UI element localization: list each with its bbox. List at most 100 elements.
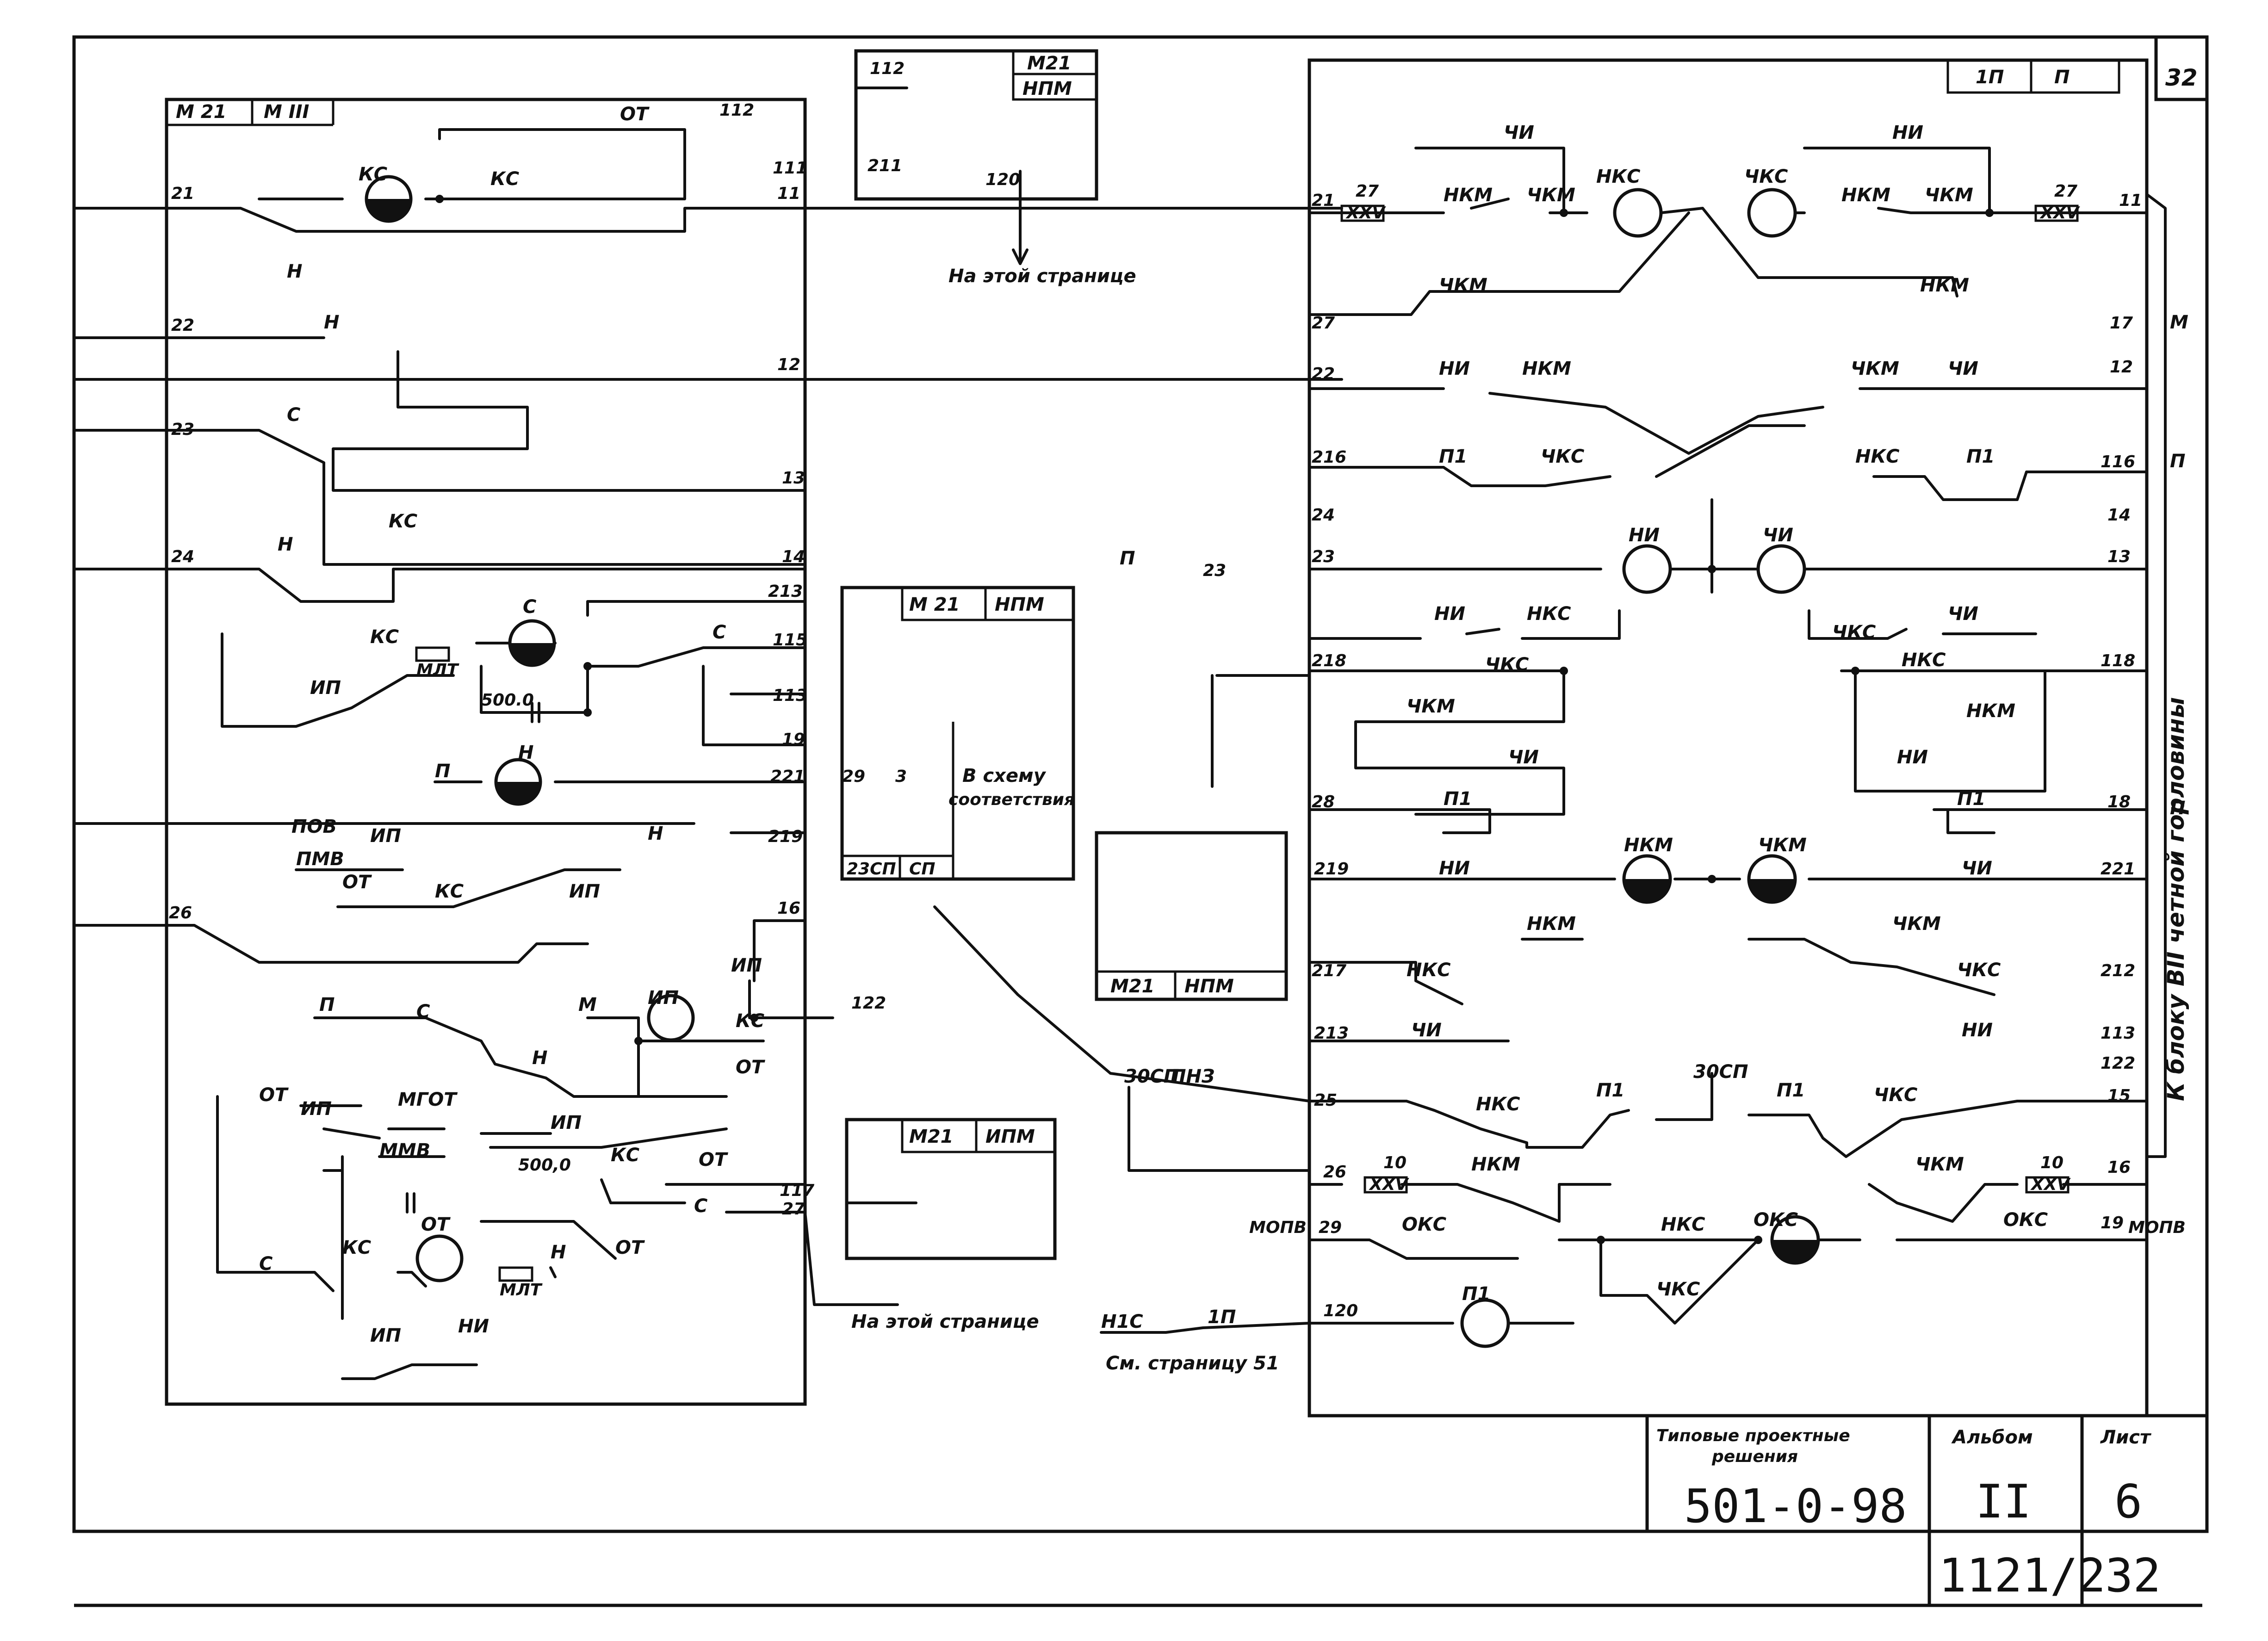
svg-text:НКС: НКС [1527,603,1571,625]
svg-text:ПОВ: ПОВ [291,816,337,837]
svg-text:М21: М21 [1110,976,1154,997]
svg-text:ЧКС: ЧКС [1485,654,1529,675]
svg-text:П1: П1 [1444,788,1472,810]
svg-text:118: 118 [2101,651,2135,670]
svg-text:29: 29 [842,767,865,786]
svg-text:П1: П1 [1439,446,1467,467]
svg-text:XXV: XXV [1369,1175,1410,1194]
svg-text:19: 19 [782,730,805,749]
svg-text:С: С [259,1253,273,1275]
svg-text:НИ: НИ [1897,747,1928,768]
svg-text:27: 27 [2054,182,2077,201]
title-block: Типовые проектные решения 501-0-98 Альбо… [1645,1414,2207,1605]
svg-text:П1: П1 [1777,1080,1805,1101]
svg-text:НИ: НИ [1434,603,1465,625]
svg-text:ПМВ: ПМВ [296,848,344,870]
svg-text:XXV: XXV [1345,204,1387,223]
svg-text:24: 24 [1312,506,1335,525]
svg-text:ММВ: ММВ [379,1140,430,1161]
svg-text:НИ: НИ [1962,1020,1993,1041]
right-coils [1460,188,1820,1348]
svg-text:3: 3 [895,767,907,786]
svg-text:ЧКМ: ЧКМ [1915,1154,1964,1175]
svg-text:НКМ: НКМ [1444,185,1493,206]
svg-text:ЧИ: ЧИ [1962,858,1992,879]
svg-text:213: 213 [768,582,803,601]
sheet-value: 6 [2114,1474,2142,1529]
svg-text:КС: КС [736,1010,764,1032]
svg-text:С: С [694,1195,707,1217]
svg-text:КС: КС [611,1145,639,1166]
svg-text:ЧКС: ЧКС [1957,960,2001,981]
page-number: 32 [2165,64,2198,91]
center-box-2: М21 НПМ [1095,831,1288,1001]
svg-text:Н: Н [648,823,663,844]
svg-text:10: 10 [2040,1153,2064,1172]
svg-text:См. страницу 51: См. страницу 51 [1106,1353,1279,1374]
right-resistors: XXV XXV XXV XXV 27 27 10 10 [1340,182,2081,1194]
svg-text:XXV: XXV [2030,1175,2071,1194]
svg-text:28: 28 [1312,793,1335,811]
svg-text:27: 27 [782,1200,805,1219]
svg-text:НИ: НИ [1439,858,1470,879]
svg-text:ИП: ИП [370,825,401,847]
svg-text:МЛТ: МЛТ [500,1281,543,1300]
svg-text:П: П [1120,548,1135,569]
svg-text:ИП: ИП [370,1325,401,1346]
svg-text:МЛТ: МЛТ [416,661,459,680]
svg-text:П: П [435,761,450,782]
svg-text:113: 113 [773,686,807,705]
svg-text:ЧИ: ЧИ [1948,358,1978,379]
svg-text:Н: Н [324,312,339,333]
svg-text:НКМ: НКМ [1527,913,1576,935]
svg-text:Н: Н [287,261,302,282]
svg-text:С: С [416,1001,430,1022]
svg-text:НКС: НКС [1596,166,1641,187]
svg-text:Н1С: Н1С [1101,1311,1143,1332]
svg-text:19: 19 [2101,1214,2124,1232]
svg-text:25: 25 [1314,1091,1337,1110]
svg-text:122: 122 [2101,1054,2135,1073]
svg-text:НПМ: НПМ [1184,976,1234,997]
sheet-label: Лист [2100,1427,2152,1448]
svg-text:221: 221 [770,767,805,786]
svg-text:218: 218 [1312,651,1346,670]
svg-text:П1: П1 [1462,1283,1490,1305]
svg-text:212: 212 [2101,961,2135,980]
svg-text:ИП: ИП [648,987,679,1009]
svg-text:21: 21 [171,184,194,203]
svg-text:ЧКС: ЧКС [1541,446,1584,467]
right-header-1: 1П [1976,67,2004,88]
svg-text:ЧКС: ЧКС [1832,622,1876,643]
top-box-header-2: НПМ [1022,78,1072,99]
top-box-header [1012,51,1097,101]
svg-text:1П: 1П [1208,1307,1236,1328]
svg-text:11: 11 [2119,191,2142,210]
svg-text:ОКС: ОКС [1754,1209,1798,1231]
svg-text:ОТ: ОТ [699,1149,728,1170]
svg-text:117: 117 [780,1181,814,1200]
svg-text:НКС: НКС [1855,446,1900,467]
svg-text:ЧИ: ЧИ [1504,122,1534,143]
album-value: II [1976,1474,2031,1529]
svg-text:НКМ: НКМ [1841,185,1890,206]
svg-text:ЧКМ: ЧКМ [1407,696,1455,717]
junction-dots [435,195,1994,1244]
svg-text:30СП: 30СП [1693,1061,1748,1083]
svg-text:115: 115 [773,631,807,650]
svg-text:ЧКМ: ЧКМ [1851,358,1899,379]
svg-text:12: 12 [2110,358,2133,377]
left-coils [365,175,695,1282]
svg-text:КС: КС [435,881,464,902]
svg-text:П1: П1 [1966,446,1995,467]
svg-text:23: 23 [1312,547,1335,566]
svg-text:МОПВ: МОПВ [1249,1218,1307,1237]
svg-text:ОТ: ОТ [259,1084,289,1106]
svg-text:221: 221 [2101,860,2135,879]
svg-text:НКМ: НКМ [1522,358,1571,379]
svg-text:ОТ: ОТ [342,872,372,893]
svg-text:ИПМ: ИПМ [985,1126,1035,1147]
svg-text:21: 21 [1312,191,1335,210]
top-box [854,49,1098,201]
right-labels: 21 27 22 216 24 23 218 28 219 217 213 25… [1249,122,2188,1320]
